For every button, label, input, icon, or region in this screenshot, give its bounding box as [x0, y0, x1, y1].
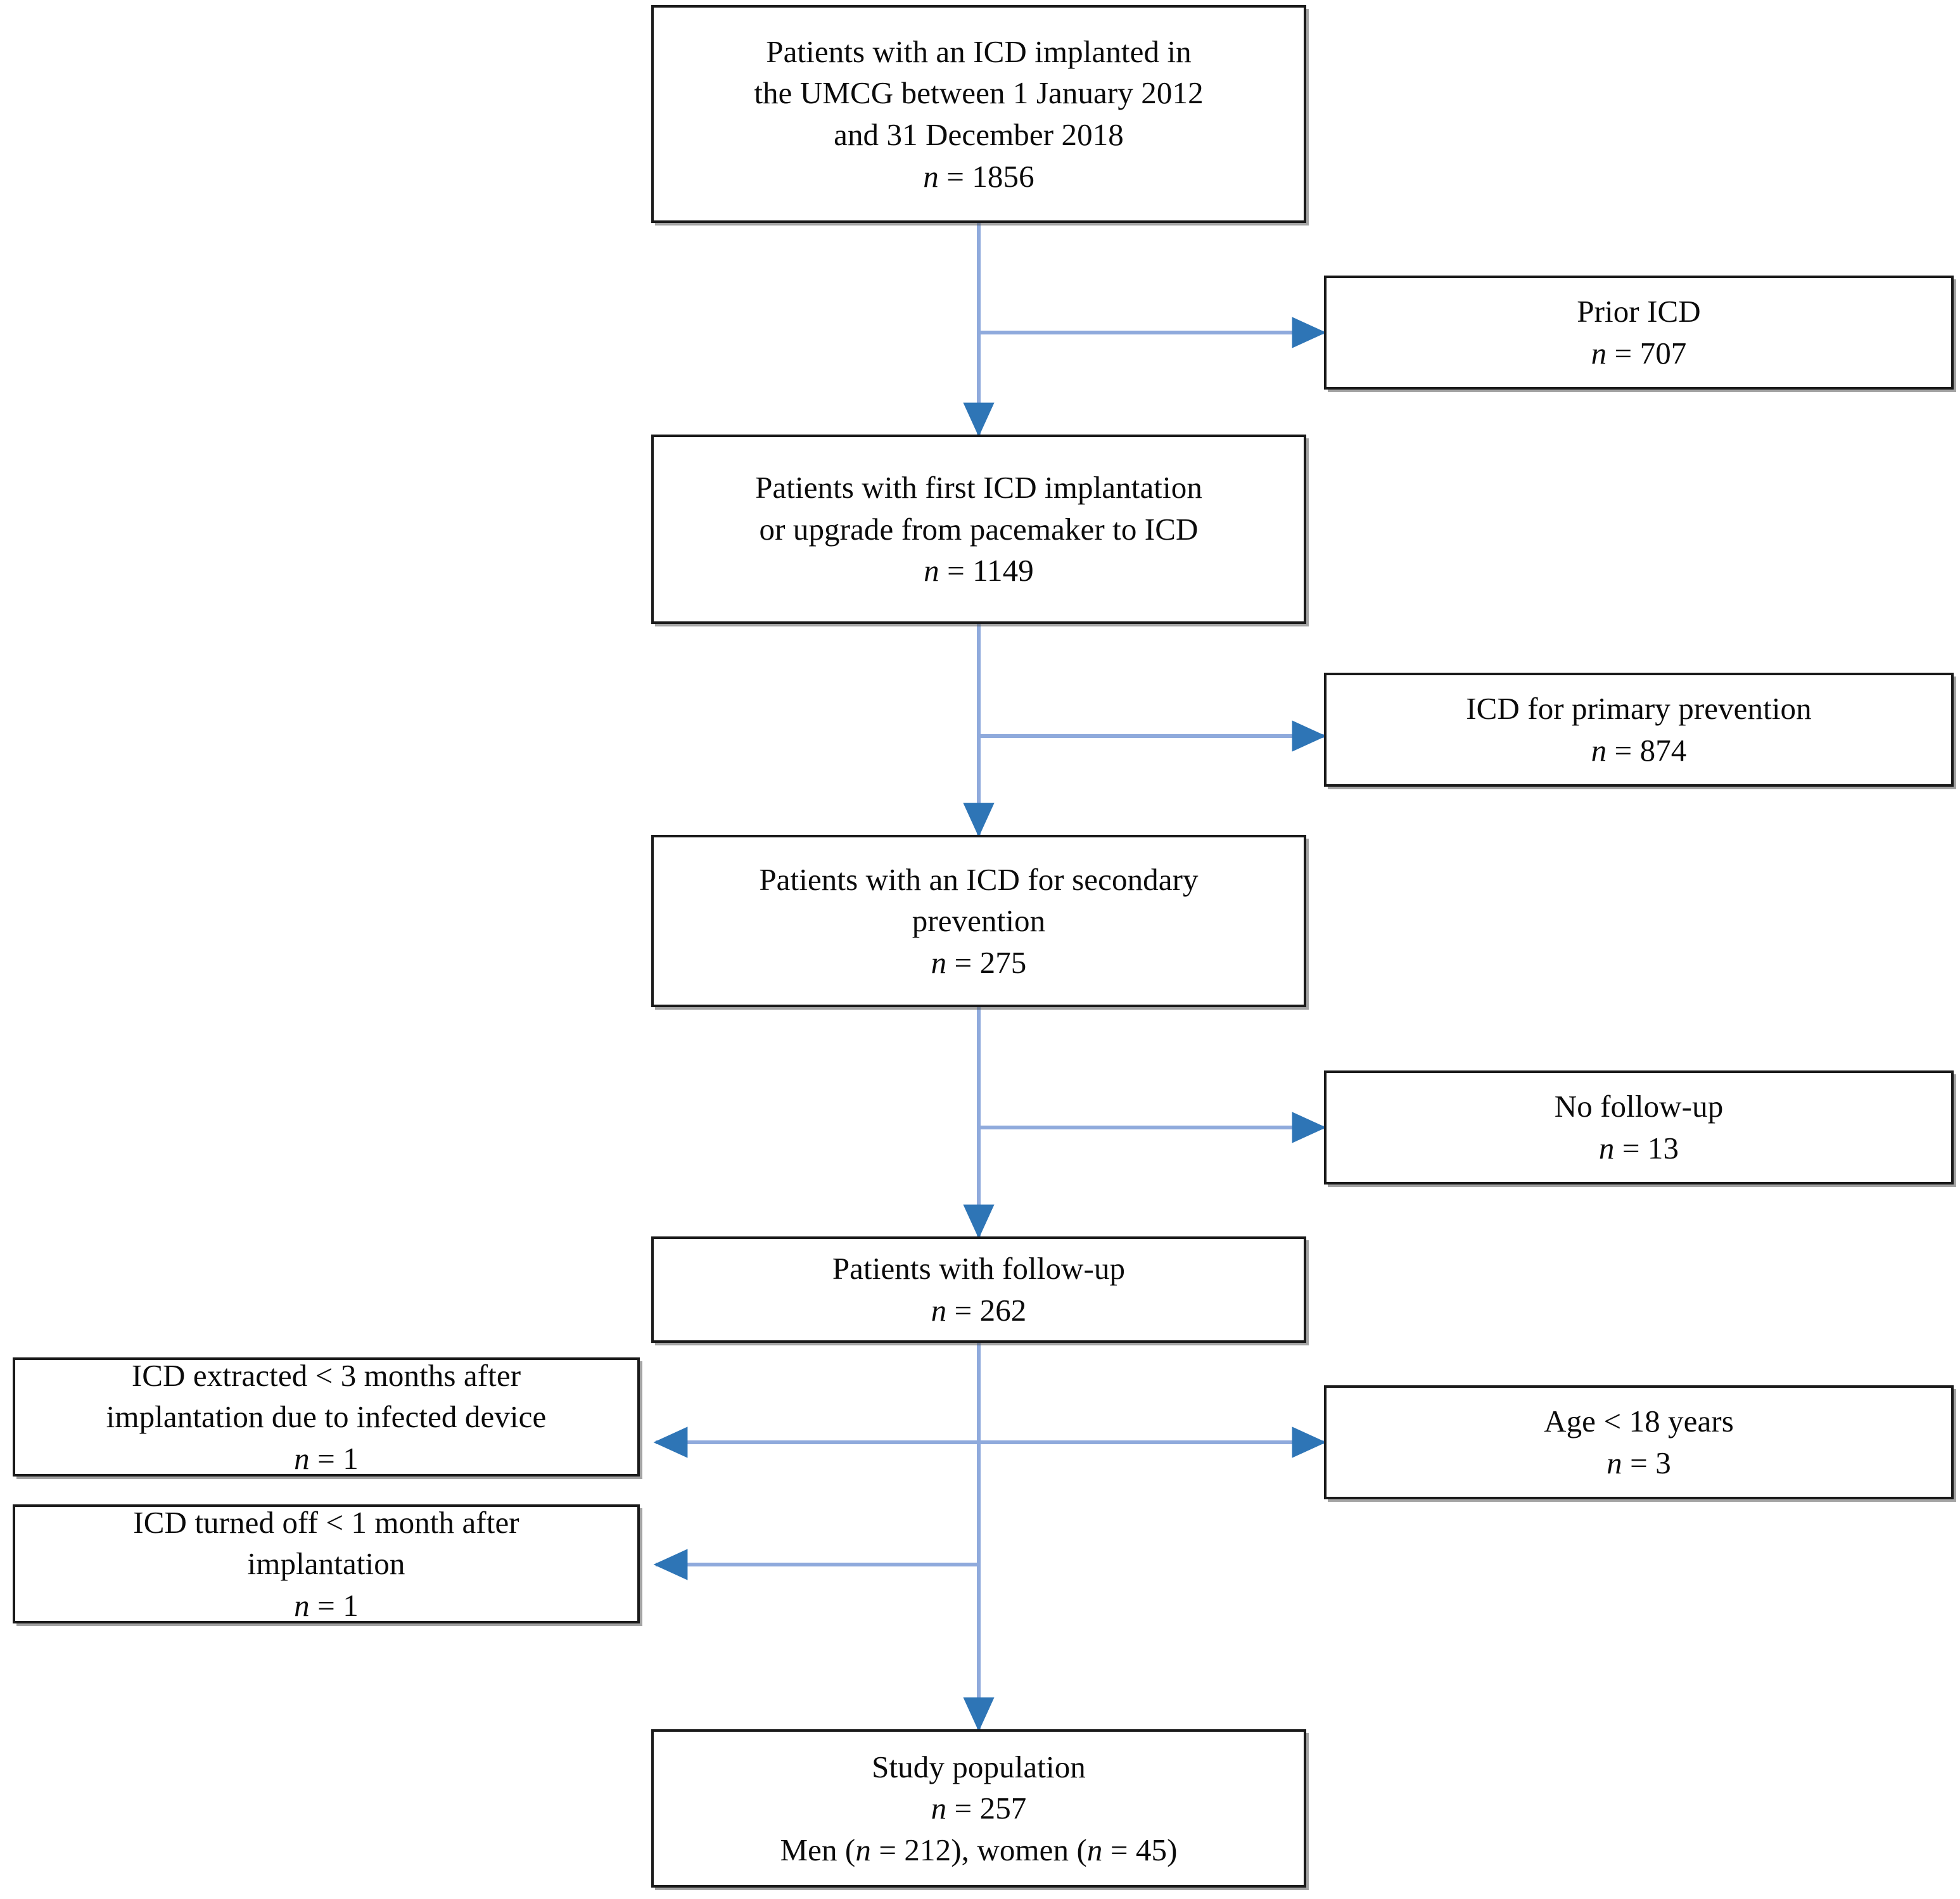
node-no-followup-excluded-text: No follow-up n = 13: [1327, 1086, 1951, 1169]
node-sex-breakdown: Men (n = 212), women (n = 45): [780, 1832, 1178, 1867]
men-value: 212: [904, 1832, 951, 1867]
n-value: 262: [979, 1293, 1027, 1328]
node-prior-icd-excluded-text: Prior ICD n = 707: [1327, 291, 1951, 374]
node-count: n = 1856: [923, 158, 1034, 194]
node-age-under-18-excluded-text: Age < 18 years n = 3: [1327, 1400, 1951, 1483]
node-study-population-text: Study population n = 257 Men (n = 212), …: [654, 1746, 1304, 1871]
node-count: n = 275: [931, 944, 1027, 980]
node-count: n = 707: [1591, 336, 1687, 371]
node-icd-turned-off-excluded: ICD turned off < 1 month after implantat…: [13, 1504, 640, 1623]
n-symbol: n: [931, 944, 947, 980]
node-secondary-prevention-cohort-text: Patients with an ICD for secondary preve…: [654, 859, 1304, 984]
n-value: 1856: [972, 158, 1034, 194]
n-symbol: n: [1591, 733, 1607, 768]
women-value: 45: [1135, 1832, 1168, 1867]
node-line: Patients with first ICD implantation: [755, 470, 1202, 505]
n-value: 13: [1647, 1131, 1679, 1165]
node-line: ICD for primary prevention: [1466, 691, 1812, 727]
n-symbol: n: [931, 1293, 947, 1328]
n-symbol: n: [931, 1791, 947, 1826]
node-primary-prevention-excluded: ICD for primary prevention n = 874: [1324, 673, 1954, 787]
node-line: or upgrade from pacemaker to ICD: [759, 511, 1199, 547]
n-value: 707: [1639, 336, 1687, 371]
node-count: n = 874: [1591, 733, 1687, 768]
node-line: Patients with an ICD for secondary: [759, 861, 1199, 897]
node-line: Study population: [872, 1749, 1086, 1784]
node-first-implant-cohort: Patients with first ICD implantation or …: [651, 435, 1306, 624]
n-symbol: n: [294, 1587, 310, 1623]
node-line: Age < 18 years: [1544, 1404, 1734, 1439]
node-count: n = 3: [1607, 1445, 1671, 1480]
node-count: n = 262: [931, 1293, 1027, 1328]
node-icd-extracted-excluded-text: ICD extracted < 3 months after implantat…: [15, 1355, 637, 1480]
node-count: n = 257: [931, 1791, 1027, 1826]
node-line: Patients with follow-up: [832, 1251, 1126, 1286]
node-count: n = 1: [294, 1587, 359, 1623]
node-line: prevention: [912, 903, 1046, 939]
node-source-cohort: Patients with an ICD implanted in the UM…: [651, 5, 1306, 223]
women-label: women: [977, 1832, 1069, 1867]
node-count: n = 1: [294, 1440, 359, 1476]
n-symbol: n: [294, 1440, 310, 1476]
n-value: 1149: [972, 553, 1034, 588]
node-count: n = 1149: [924, 553, 1034, 588]
n-symbol: n: [1598, 1131, 1615, 1165]
n-value: 275: [979, 944, 1027, 980]
node-line: Prior ICD: [1577, 294, 1701, 329]
node-count: n = 13: [1598, 1131, 1679, 1165]
node-line: the UMCG between 1 January 2012: [754, 75, 1204, 111]
n-value: 3: [1655, 1445, 1671, 1480]
node-primary-prevention-excluded-text: ICD for primary prevention n = 874: [1327, 688, 1951, 771]
n-symbol: n: [923, 158, 939, 194]
node-age-under-18-excluded: Age < 18 years n = 3: [1324, 1385, 1954, 1499]
node-study-population: Study population n = 257 Men (n = 212), …: [651, 1729, 1306, 1888]
n-value: 874: [1639, 733, 1687, 768]
n-value: 257: [979, 1791, 1027, 1826]
node-line: Patients with an ICD implanted in: [766, 34, 1192, 69]
node-source-cohort-text: Patients with an ICD implanted in the UM…: [654, 31, 1304, 198]
node-secondary-prevention-cohort: Patients with an ICD for secondary preve…: [651, 835, 1306, 1007]
node-icd-extracted-excluded: ICD extracted < 3 months after implantat…: [13, 1357, 640, 1477]
node-first-implant-cohort-text: Patients with first ICD implantation or …: [654, 467, 1304, 592]
node-line: implantation due to infected device: [106, 1399, 547, 1435]
n-symbol: n: [855, 1832, 871, 1867]
n-symbol: n: [924, 553, 939, 588]
node-line: and 31 December 2018: [834, 117, 1124, 152]
n-symbol: n: [1607, 1445, 1622, 1480]
node-line: No follow-up: [1554, 1089, 1724, 1124]
n-value: 1: [343, 1440, 359, 1476]
node-line: ICD extracted < 3 months after: [131, 1357, 521, 1393]
n-symbol: n: [1086, 1832, 1103, 1867]
node-followup-cohort: Patients with follow-up n = 262: [651, 1236, 1306, 1343]
node-line: ICD turned off < 1 month after: [133, 1504, 519, 1540]
node-line: implantation: [247, 1546, 405, 1582]
men-label: Men: [780, 1832, 837, 1867]
node-prior-icd-excluded: Prior ICD n = 707: [1324, 276, 1954, 390]
n-symbol: n: [1591, 336, 1607, 371]
node-followup-cohort-text: Patients with follow-up n = 262: [654, 1248, 1304, 1331]
node-icd-turned-off-excluded-text: ICD turned off < 1 month after implantat…: [15, 1502, 637, 1627]
n-value: 1: [343, 1587, 359, 1623]
node-no-followup-excluded: No follow-up n = 13: [1324, 1070, 1954, 1184]
